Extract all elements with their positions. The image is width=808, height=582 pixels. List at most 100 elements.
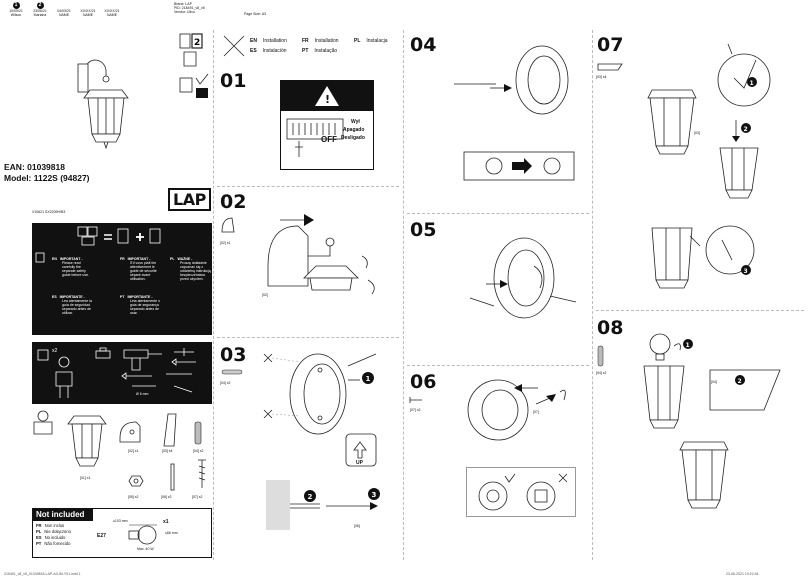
step-05-number: 05 [410,219,437,241]
svg-text:1: 1 [686,342,690,349]
lang-code: ES [52,295,57,299]
lang-code: ES [36,535,42,540]
part-06-label: [06] x2 [161,495,172,499]
footer-file: 215491_v8_v5_01039818-LAP-A3-IM-Y01.indd… [4,572,81,576]
important-line: bezpieczeństwa [180,273,205,277]
drill-screw-illustration: 2 3 [290,488,380,510]
step-04-screwdriver-illustration [454,45,575,181]
step-04-number: 04 [410,34,437,56]
lang-code: PL [170,257,175,261]
divider-h2 [217,337,399,338]
lang-text: Instalacja [366,38,388,44]
step-01-panel: ! Wył Apagado Desligado OFF [280,80,374,170]
step-06-fixing-illustration [467,379,566,441]
important-line: separado antes de [62,307,91,311]
bulb-length: ≤103 mm [113,519,128,523]
svg-text:2: 2 [308,493,313,501]
tools-box: x2 Ø 6 mm [32,342,212,404]
svg-text:2: 2 [194,38,200,48]
divider-v1 [213,30,214,560]
divider-h4 [407,365,589,366]
revision-spacer [52,2,76,9]
manual-small-icon [37,349,49,361]
svg-text:1: 1 [750,80,754,87]
important-line: separate safety [62,269,86,273]
step-02-part-label: [02] x1 [220,241,231,245]
revision-date: 10/05/21 [9,9,23,13]
revision-spacer [76,2,100,9]
footer-date: 23-06-2021 19:22:44 [726,572,759,576]
step-06-07-label: [07] [533,410,539,414]
lap-logo: LAP [168,188,211,211]
manual-check-icon [179,73,209,98]
step-06-compare-panel [466,467,576,517]
important-line: S'il vous plaît lire [130,261,157,265]
lang-text: Instalação [314,48,338,54]
not-included-text: Nie dołączono [44,529,71,534]
important-line: usar. [130,311,138,315]
off-label: OFF [321,135,337,144]
step-03-plate-illustration: 1 [263,353,377,467]
lang-code: EN [52,257,57,261]
lang-code: FR [36,523,42,528]
step-03-plug-part [221,369,243,375]
version-code: V10621 SX2209H/B3 [32,210,66,214]
svg-text:1: 1 [366,375,371,383]
up-arrow-icon [353,441,367,459]
important-title: WAŻNE - [177,257,193,261]
revision-date: 23/06/21 [33,9,47,13]
important-line: Lea atentamente la [62,299,92,303]
important-line: guía de seguridad [62,303,91,307]
toolbox-icon [95,347,111,359]
important-title: IMPORTANT - [127,257,151,261]
not-included-text: Não fornecido [44,541,71,546]
off-label-pl: Wył [351,119,360,125]
part-03-label: [03] x4 [162,449,173,453]
lang-code: PT [120,295,125,299]
tools-cross-icon [223,35,245,57]
not-included-text: No incluido [44,535,66,540]
manual-pages-icon: 2 [179,33,203,67]
part-05-label: [05] x2 [128,495,139,499]
step-02-bracket-illustration [267,214,375,295]
not-included-text: Non inclus [44,523,65,528]
correct-example-icon [478,473,516,511]
important-line: zapoznać się z [180,265,204,269]
revision-spacer [100,2,124,9]
step-06-screw-part [409,397,422,403]
person-icon [55,356,73,398]
important-line: Proszę dokładnie [180,261,207,265]
persons-count: x2 [52,348,58,354]
important-line: Leia atentamente o [130,299,160,303]
step-08-number: 08 [597,317,624,339]
divider-h3 [407,213,589,214]
step-03-drill-panel: 2 3 [06] [266,480,396,530]
important-title: IMPORTANTE - [127,295,153,299]
box-contents-icon [33,410,53,435]
ean-code: EAN: 01039818 [4,162,65,172]
wall-section [266,480,290,530]
part-04-label: [04] x2 [193,449,204,453]
revision-author: NAME [106,13,118,17]
revision-date: 04/03/21 [57,9,71,13]
warning-icon: ! [315,86,339,106]
brand-info: Brand: LAP PID: 218491_v8_v5 Vendor: Uli… [174,2,234,14]
step-07-number: 07 [597,34,624,56]
divider-v3 [592,30,593,560]
svg-text:2: 2 [744,126,748,133]
important-line: utilizar. [62,311,73,315]
important-line: guide de sécurité [130,269,157,273]
